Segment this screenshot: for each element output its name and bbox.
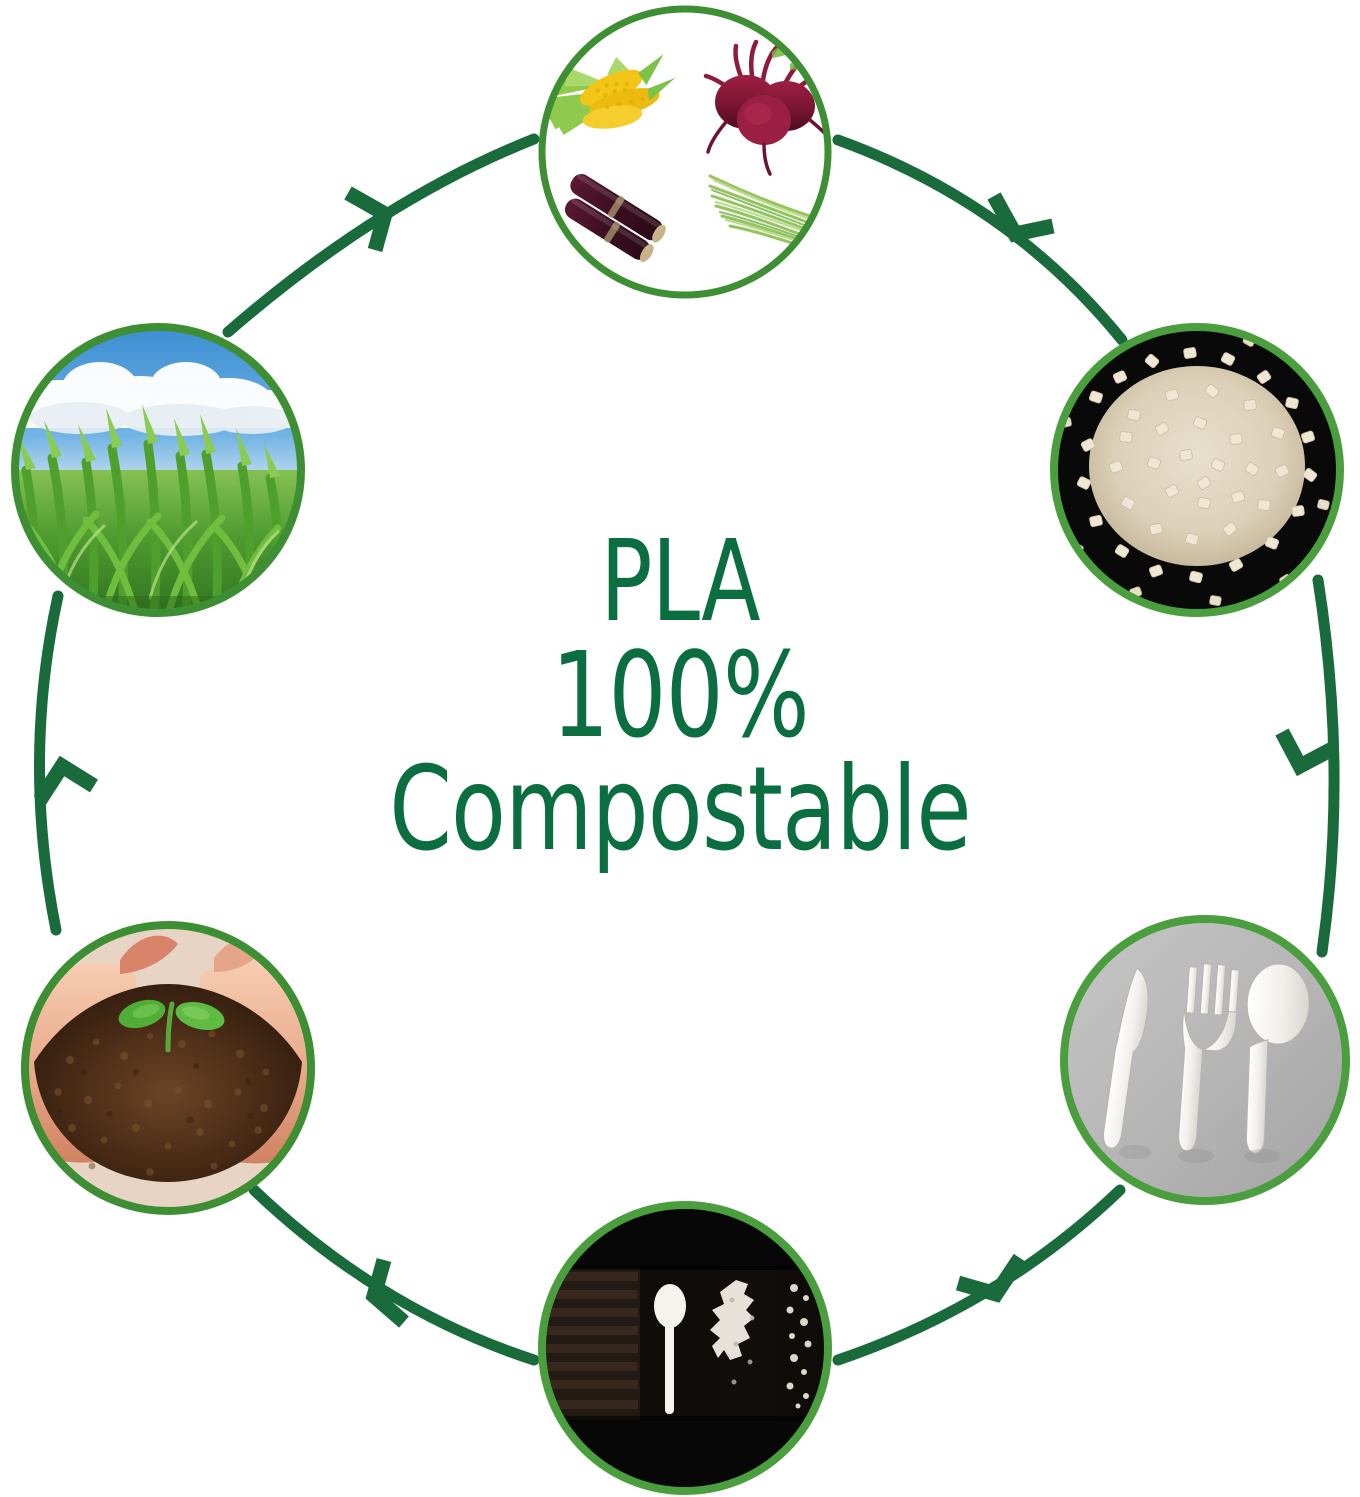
arrowhead-to-raw xyxy=(344,186,394,253)
arrowhead-to-pellets xyxy=(987,192,1055,243)
node-ring-compost-soil xyxy=(21,921,315,1215)
arrowhead-to-field xyxy=(33,755,98,805)
arrowhead-to-cutlery xyxy=(1275,728,1338,777)
arrowhead-to-soil xyxy=(365,1257,409,1328)
node-ring-raw-materials xyxy=(538,5,832,299)
node-art-pla-resin xyxy=(1056,329,1338,611)
node-ring-cutlery xyxy=(1060,915,1350,1205)
arrowhead-to-decomp xyxy=(955,1253,1027,1303)
center-caption: PLA 100% Compostable xyxy=(0,517,1360,878)
arc-soil-to-field xyxy=(33,590,64,936)
node-art-cutlery xyxy=(1067,922,1343,1198)
node-ring-pla-resin xyxy=(1050,323,1344,617)
caption-line-percent: 100% xyxy=(551,625,809,764)
arc-cutlery-to-decomp xyxy=(832,1184,1126,1366)
caption-line-compostable: Compostable xyxy=(389,742,971,878)
arc-pellets-to-cutlery xyxy=(1312,574,1340,958)
caption-line-pla: PLA xyxy=(600,517,760,647)
node-ring-decomposition xyxy=(538,1201,832,1495)
node-ring-crop-field xyxy=(11,323,305,617)
node-art-compost-soil xyxy=(27,927,309,1209)
arc-decomp-to-soil xyxy=(248,1184,540,1366)
arc-raw-to-pellets xyxy=(832,134,1128,346)
cycle-arcs xyxy=(33,133,1340,1366)
cycle-arrowheads xyxy=(33,186,1338,1328)
seedling xyxy=(118,999,225,1053)
